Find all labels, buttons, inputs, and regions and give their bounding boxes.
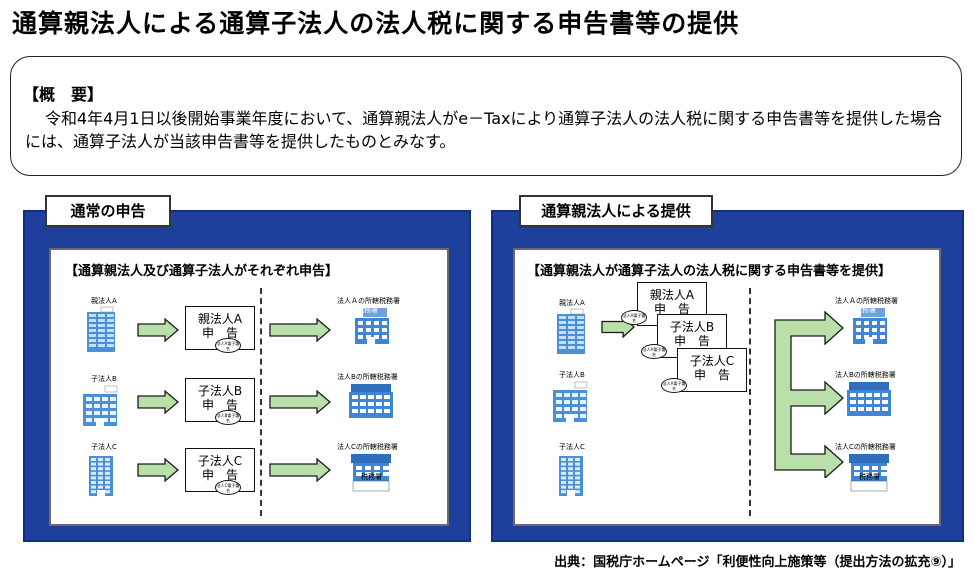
company-building-icon (559, 456, 583, 496)
tax-office-icon (849, 454, 889, 492)
signature-seal-icon: 法人A電子署名 (641, 344, 667, 359)
tax-office-label-c: 法人Cの所轄税務署 (337, 443, 398, 451)
tax-office-icon (853, 308, 887, 344)
corp-label-a: 親法人A (91, 297, 117, 305)
divider-line (749, 288, 751, 516)
right-arrow-icon (269, 390, 331, 414)
doc-name: 子法人C (689, 354, 735, 368)
signature-seal-icon: 法人B電子署名 (215, 410, 241, 425)
signature-seal-icon: 法人A電子署名 (621, 310, 647, 325)
normal-filing-heading: 【通算親法人及び通算子法人がそれぞれ申告】 (65, 264, 339, 279)
tax-office-icon (355, 308, 389, 344)
corp-label-c: 子法人C (91, 443, 117, 451)
tax-office-sign: 税務署 (361, 473, 382, 481)
corp-label-a: 親法人A (559, 299, 585, 307)
tax-office-label-a: 法人Ａの所轄税務署 (835, 297, 898, 305)
doc-name: 親法人A (197, 312, 243, 326)
doc-type: 申 告 (693, 368, 730, 382)
normal-filing-panel: 【通算親法人及び通算子法人がそれぞれ申告】 親法人A 親法人A 申 告 法人A電… (23, 195, 471, 542)
tax-office-sign: 税務署 (859, 473, 880, 481)
doc-name: 子法人B (669, 320, 715, 334)
tax-office-label-c: 法人Cの所轄税務署 (835, 443, 896, 451)
doc-type: 申 告 (201, 468, 238, 482)
tax-office-label-b: 法人Bの所轄税務署 (337, 373, 398, 381)
parent-filing-heading: 【通算親法人が通算子法人の法人税に関する申告書等を提供】 (527, 264, 892, 279)
normal-filing-diagram: 【通算親法人及び通算子法人がそれぞれ申告】 親法人A 親法人A 申 告 法人A電… (49, 248, 449, 526)
tax-office-sign: 税務署 (357, 306, 378, 314)
doc-type: 申 告 (201, 326, 238, 340)
doc-type: 申 告 (653, 302, 690, 316)
page-title: 通算親法人による通算子法人の法人税に関する申告書等の提供 (12, 9, 740, 38)
tax-office-label-b: 法人Bの所轄税務署 (835, 371, 896, 379)
source-credit: 出典：国税庁ホームページ「利便性向上施策等（提出方法の拡充⑨）」 (554, 555, 961, 570)
right-arrow-icon (137, 318, 179, 342)
doc-name: 子法人C (197, 454, 243, 468)
signature-seal-icon: 法人C電子署名 (215, 480, 241, 495)
document-icon: 子法人C 申 告 (185, 448, 255, 492)
divider-line (260, 288, 262, 516)
tax-office-icon (349, 384, 393, 418)
summary-heading: 【概 要】 (23, 85, 104, 104)
doc-name: 子法人B (197, 384, 243, 398)
doc-type: 申 告 (201, 398, 238, 412)
company-building-icon (553, 381, 588, 422)
corp-label-b: 子法人B (91, 375, 117, 383)
summary-box: 【概 要】 令和4年4月1日以後開始事業年度において、通算親法人がe－Taxによ… (10, 56, 962, 176)
normal-filing-badge: 通常の申告 (45, 195, 171, 227)
corp-label-c: 子法人C (559, 443, 585, 451)
doc-type: 申 告 (673, 334, 710, 348)
tax-office-icon (351, 454, 391, 492)
company-building-icon (557, 308, 585, 354)
branch-arrow-icon (774, 310, 844, 478)
right-arrow-icon (269, 458, 331, 482)
signature-seal-icon: 法人A電子署名 (661, 378, 687, 393)
document-icon: 子法人C 申 告 (677, 348, 747, 392)
tax-office-label-a: 法人Ａの所轄税務署 (337, 297, 400, 305)
document-icon: 親法人A 申 告 (185, 306, 255, 350)
company-building-icon (83, 385, 118, 426)
right-arrow-icon (137, 390, 179, 414)
parent-filing-diagram: 【通算親法人が通算子法人の法人税に関する申告書等を提供】 親法人A 子法人B 子… (513, 248, 941, 526)
parent-filing-badge: 通算親法人による提供 (519, 195, 713, 227)
corp-label-b: 子法人B (559, 371, 585, 379)
summary-body: 令和4年4月1日以後開始事業年度において、通算親法人がe－Taxにより通算子法人… (25, 109, 943, 151)
company-building-icon (87, 306, 115, 352)
tax-office-sign: 税務署 (855, 306, 876, 314)
right-arrow-icon (269, 318, 331, 342)
company-building-icon (89, 456, 113, 496)
tax-office-icon (847, 382, 891, 416)
signature-seal-icon: 法人A電子署名 (215, 338, 241, 353)
parent-filing-panel: 【通算親法人が通算子法人の法人税に関する申告書等を提供】 親法人A 子法人B 子… (491, 195, 964, 542)
right-arrow-icon (137, 458, 179, 482)
doc-name: 親法人A (649, 288, 695, 302)
